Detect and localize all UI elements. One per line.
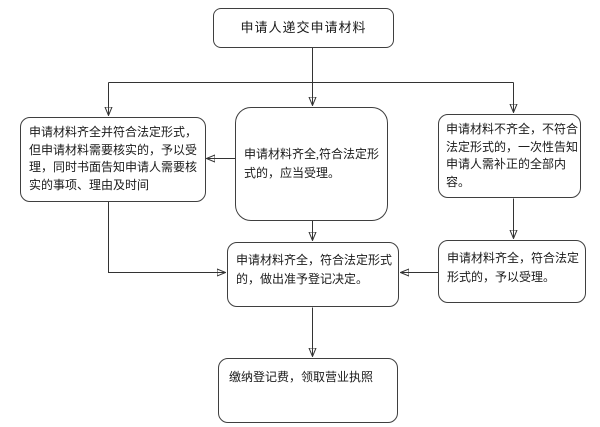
node-submit-materials: 申请人递交申请材料 (213, 8, 394, 48)
node-accept-with-verification: 申请材料齐全并符合法定形式，但申请材料需要核实的，予以受理，同时书面告知申请人需… (20, 117, 206, 202)
node-accept-after-correction: 申请材料齐全，符合法定形式的，予以受理。 (438, 240, 586, 303)
node-grant-registration-decision: 申请材料齐全，符合法定形式的，做出准予登记决定。 (227, 242, 399, 307)
node-collect-license: 缴纳登记费，领取营业执照 (218, 358, 398, 423)
edge-verify-to-decision-arrow (108, 202, 226, 273)
node-accept-immediate: 申请材料齐全,符合法定形式的，应当受理。 (235, 107, 388, 221)
node-notify-incomplete: 申请材料不齐全，不符合法定形式的，一次性告知申请人需补正的全部内容。 (438, 114, 581, 198)
